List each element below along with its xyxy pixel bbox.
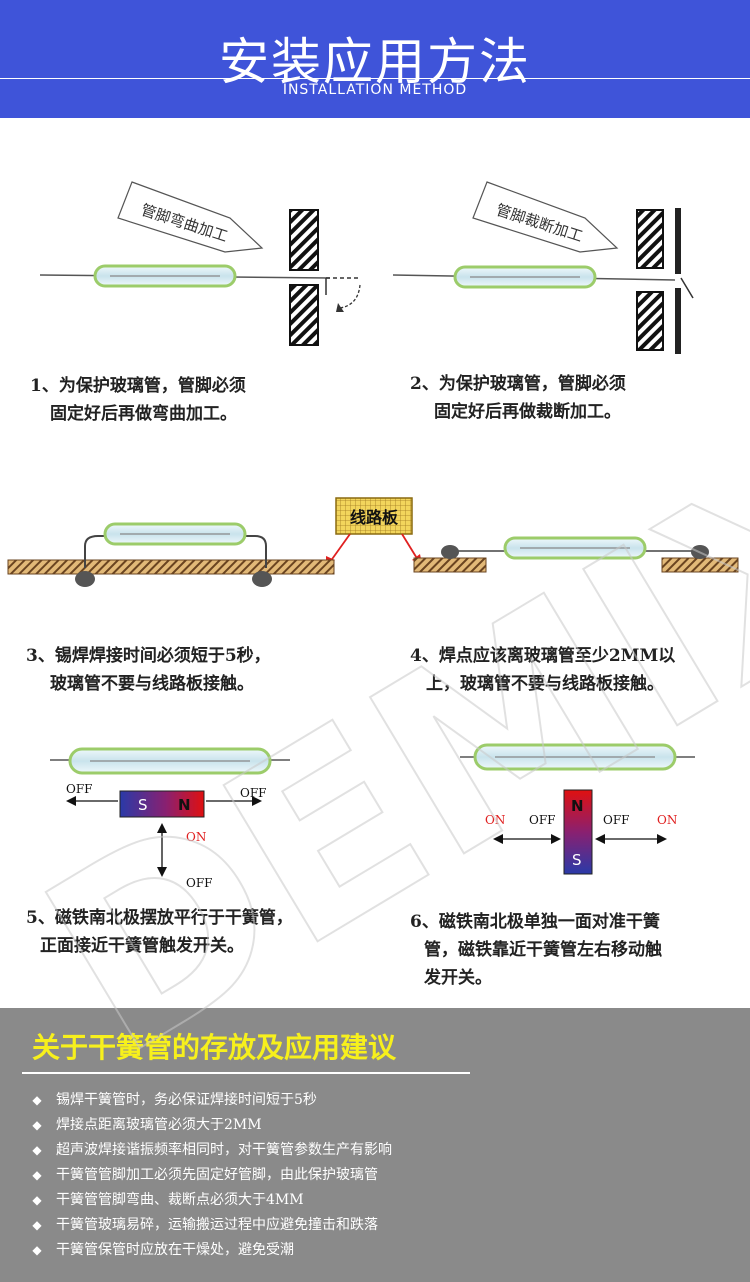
step5-line1: 5、磁铁南北极摆放平行于干簧管， <box>26 908 293 928</box>
arrowhead-right <box>252 796 262 806</box>
tips-divider <box>22 1072 470 1074</box>
clamp-top <box>636 209 664 269</box>
step4-line2: 上，玻璃管不要与线路板接触。 <box>426 674 664 694</box>
on-left-label: ON <box>485 813 505 827</box>
page-subtitle: INSTALLATION METHOD <box>282 82 468 98</box>
clamp-bottom <box>636 291 664 351</box>
step2-line1: 2、为保护玻璃管，管脚必须 <box>410 374 626 394</box>
step6-line1: 6、磁铁南北极单独一面对准干簧 <box>410 912 660 932</box>
diamond-bullet-icon: ◆ <box>32 1243 42 1257</box>
solder-joint <box>441 545 459 559</box>
pcb-arrow-left <box>329 533 351 563</box>
solder-joint <box>252 571 272 587</box>
list-item: ◆超声波焊接谐振频率相同时，对干簧管参数生产有影响 <box>30 1138 392 1163</box>
off-bottom-label: OFF <box>186 876 213 890</box>
step6-text: 6、磁铁南北极单独一面对准干簧 管，磁铁靠近干簧管左右移动触 发开关。 <box>410 908 662 992</box>
arrowhead-right-out <box>657 834 667 844</box>
list-item: ◆焊接点距离玻璃管必须大于2MM <box>30 1113 392 1138</box>
page-title: 安装应用方法 <box>219 33 531 91</box>
pcb-board-4-left <box>413 557 487 573</box>
off-left-label: OFF <box>66 782 93 796</box>
tips-title: 关于干簧管的存放及应用建议 <box>32 1031 397 1064</box>
arrowhead-left-out <box>493 834 503 844</box>
step2-diagram: 管脚裁断加工 <box>392 181 694 354</box>
diamond-bullet-icon: ◆ <box>32 1093 42 1107</box>
magnet-horizontal <box>119 790 205 818</box>
bend-arrowhead <box>336 303 344 312</box>
on-label: ON <box>186 830 206 844</box>
pcb-board-3 <box>7 559 335 575</box>
diamond-bullet-icon: ◆ <box>32 1218 42 1232</box>
off-right-label: OFF <box>240 786 267 800</box>
step4-text: 4、焊点应该离玻璃管至少2MM以 上，玻璃管不要与线路板接触。 <box>410 642 675 698</box>
step5-line2: 正面接近干簧管触发开关。 <box>40 936 244 956</box>
arrowhead-down <box>157 867 167 877</box>
step3-line2: 玻璃管不要与线路板接触。 <box>50 674 254 694</box>
step34-diagram: 线路板 <box>7 497 739 587</box>
off-right-label: OFF <box>603 813 630 827</box>
off-left-label: OFF <box>529 813 556 827</box>
arrowhead-left <box>66 796 76 806</box>
diamond-bullet-icon: ◆ <box>32 1118 42 1132</box>
step3-line1: 3、锡焊焊接时间必须短于5秒， <box>26 646 271 666</box>
diamond-bullet-icon: ◆ <box>32 1193 42 1207</box>
arrowhead-up <box>157 823 167 833</box>
clamp-top <box>289 209 319 271</box>
step5-diagram: OFF S N OFF ON OFF <box>50 747 290 890</box>
on-right-label: ON <box>657 813 677 827</box>
step2-label-arrow: 管脚裁断加工 <box>472 181 619 253</box>
pcb-label-text: 线路板 <box>350 508 399 527</box>
cutter-bottom <box>675 288 681 354</box>
arrowhead-right-in <box>595 834 605 844</box>
tips-section: 关于干簧管的存放及应用建议 ◆锡焊干簧管时，务必保证焊接时间短于5秒 ◆焊接点距… <box>0 1008 750 1282</box>
list-item: ◆干簧管管脚加工必须先固定好管脚，由此保护玻璃管 <box>30 1163 392 1188</box>
solder-joint <box>75 571 95 587</box>
pcb-label: 线路板 <box>335 497 413 535</box>
header-divider <box>0 78 750 79</box>
step5-text: 5、磁铁南北极摆放平行于干簧管， 正面接近干簧管触发开关。 <box>26 904 293 960</box>
diamond-bullet-icon: ◆ <box>32 1168 42 1182</box>
pole-n: N <box>178 796 191 814</box>
tips-list: ◆锡焊干簧管时，务必保证焊接时间短于5秒 ◆焊接点距离玻璃管必须大于2MM ◆超… <box>30 1088 392 1263</box>
step1-diagram: 管脚弯曲加工 <box>39 181 361 346</box>
pole-s: S <box>572 851 582 869</box>
step6-diagram: N S ON OFF OFF ON <box>460 743 695 875</box>
step2-line2: 固定好后再做裁断加工。 <box>434 402 621 422</box>
pole-s: S <box>138 796 148 814</box>
clamp-bottom <box>289 284 319 346</box>
step3-text: 3、锡焊焊接时间必须短于5秒， 玻璃管不要与线路板接触。 <box>26 642 271 698</box>
pcb-board-4-right <box>661 557 739 573</box>
header-banner: 安装应用方法 INSTALLATION METHOD <box>0 0 750 118</box>
cutter-top <box>675 208 681 274</box>
cut-lead <box>680 277 694 299</box>
arrowhead-left-in <box>551 834 561 844</box>
step4-line1: 4、焊点应该离玻璃管至少2MM以 <box>410 646 676 666</box>
list-item: ◆干簧管玻璃易碎，运输搬运过程中应避免撞击和跌落 <box>30 1213 392 1238</box>
step1-text: 1、为保护玻璃管，管脚必须 固定好后再做弯曲加工。 <box>30 372 246 428</box>
step1-line1: 1、为保护玻璃管，管脚必须 <box>30 376 246 396</box>
step1-label-arrow: 管脚弯曲加工 <box>117 181 264 253</box>
step2-text: 2、为保护玻璃管，管脚必须 固定好后再做裁断加工。 <box>410 370 626 426</box>
step6-line3: 发开关。 <box>424 968 492 988</box>
bend-arc <box>339 284 361 309</box>
magnet-vertical <box>563 789 593 875</box>
diamond-bullet-icon: ◆ <box>32 1143 42 1157</box>
step1-line2: 固定好后再做弯曲加工。 <box>50 404 237 424</box>
list-item: ◆锡焊干簧管时，务必保证焊接时间短于5秒 <box>30 1088 392 1113</box>
solder-joint <box>691 545 709 559</box>
pcb-arrow-right <box>401 533 419 561</box>
list-item: ◆干簧管管脚弯曲、裁断点必须大于4MM <box>30 1188 392 1213</box>
list-item: ◆干簧管保管时应放在干燥处，避免受潮 <box>30 1238 392 1263</box>
step6-line2: 管，磁铁靠近干簧管左右移动触 <box>424 940 662 960</box>
pole-n: N <box>571 797 584 815</box>
